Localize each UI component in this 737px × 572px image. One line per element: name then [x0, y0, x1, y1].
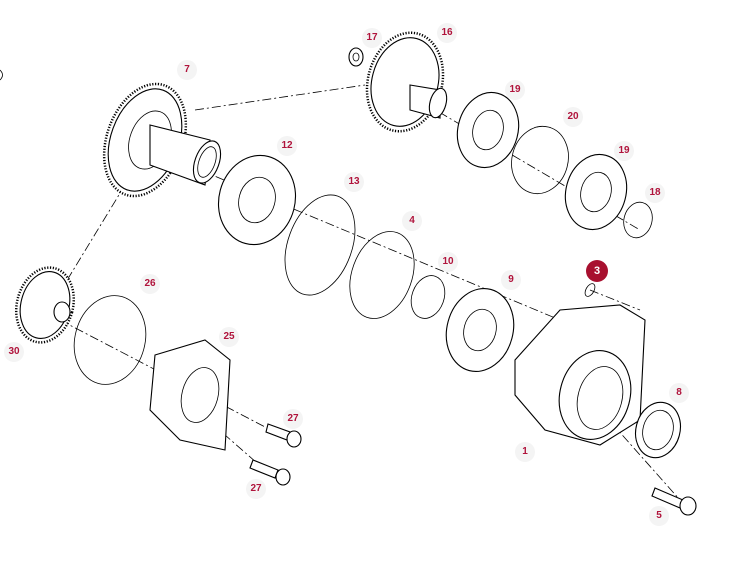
part-label-12[interactable]: 12 — [277, 136, 297, 156]
bearing-9[interactable] — [437, 281, 522, 379]
part-label-26[interactable]: 26 — [140, 274, 160, 294]
part-label-16[interactable]: 16 — [437, 23, 457, 43]
circlip-10[interactable] — [405, 271, 450, 323]
bolt-5[interactable] — [651, 487, 697, 516]
part-label-20[interactable]: 20 — [563, 107, 583, 127]
o-ring-3[interactable] — [583, 282, 597, 298]
part-label-1[interactable]: 1 — [515, 442, 535, 462]
cover-25[interactable] — [149, 339, 231, 451]
axis-line — [54, 184, 126, 301]
part-label-30[interactable]: 30 — [4, 342, 24, 362]
gear-30[interactable] — [8, 261, 82, 349]
part-label-18[interactable]: 18 — [645, 183, 665, 203]
bearing-19-upper[interactable] — [449, 86, 527, 175]
part-label-3-selected[interactable]: 3 — [586, 260, 608, 282]
part-label-27[interactable]: 27 — [283, 409, 303, 429]
ring-4[interactable] — [338, 222, 425, 327]
washer-17[interactable] — [348, 47, 364, 67]
part-label-10[interactable]: 10 — [438, 252, 458, 272]
part-label-17[interactable]: 17 — [362, 28, 382, 48]
part-label-19[interactable]: 19 — [505, 80, 525, 100]
cut-off-mark — [0, 69, 3, 81]
ring-26[interactable] — [65, 287, 156, 392]
axis-line — [589, 289, 641, 311]
part-label-9[interactable]: 9 — [501, 270, 521, 290]
snap-ring-20[interactable] — [504, 120, 576, 200]
part-label-5[interactable]: 5 — [649, 506, 669, 526]
gear-shaft-7[interactable] — [89, 73, 225, 208]
bearing-12[interactable] — [209, 147, 306, 254]
gear-16[interactable] — [356, 24, 453, 140]
ring-13[interactable] — [272, 185, 368, 305]
axis-line — [59, 319, 291, 441]
bolt-27-lower[interactable] — [249, 459, 291, 486]
part-label-13[interactable]: 13 — [344, 172, 364, 192]
part-label-7[interactable]: 7 — [177, 60, 197, 80]
circlip-18[interactable] — [620, 199, 656, 241]
housing-1[interactable] — [514, 304, 646, 448]
part-label-8[interactable]: 8 — [669, 383, 689, 403]
part-label-19[interactable]: 19 — [614, 141, 634, 161]
part-label-25[interactable]: 25 — [219, 327, 239, 347]
bolt-27-upper[interactable] — [265, 423, 302, 448]
axis-line — [194, 84, 366, 111]
bearing-19-lower[interactable] — [557, 148, 635, 237]
seal-8[interactable] — [630, 397, 687, 462]
part-label-27[interactable]: 27 — [246, 479, 266, 499]
part-label-4[interactable]: 4 — [402, 211, 422, 231]
